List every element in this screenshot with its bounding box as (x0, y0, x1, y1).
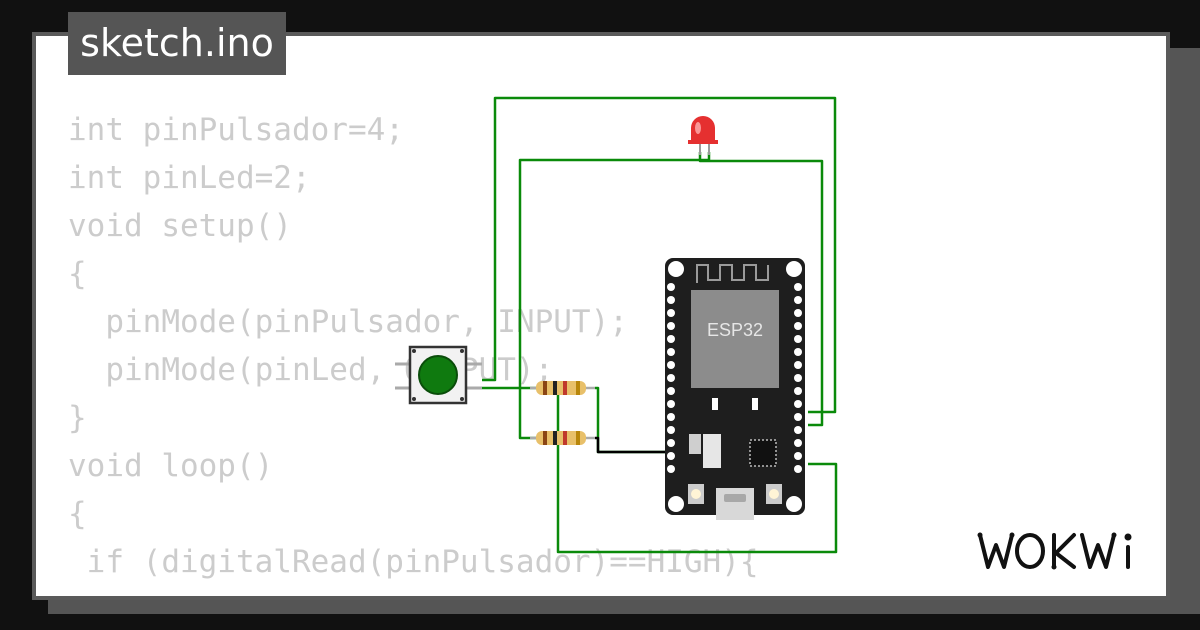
code-line-9: { (68, 496, 87, 532)
code-line-1: int pinPulsador=4; (68, 112, 404, 148)
wires (482, 96, 838, 554)
code-preview: int pinPulsador=4; int pinLed=2; void setu… (68, 106, 759, 596)
led[interactable] (688, 116, 718, 155)
pin-hole (667, 361, 675, 369)
wire-gnd (595, 436, 673, 454)
pin-hole (667, 426, 675, 434)
pin-hole (667, 374, 675, 382)
pin-hole (794, 465, 802, 473)
wire-button-to-gpio (482, 96, 837, 414)
pin-hole (794, 400, 802, 408)
pin-hole (667, 452, 675, 460)
pin-hole (794, 426, 802, 434)
pin-hole (794, 413, 802, 421)
pin-hole (667, 465, 675, 473)
code-line-11: digitalWrite(pinLed, HIGH); (68, 586, 759, 596)
pin-hole (667, 413, 675, 421)
wokwi-logo (977, 532, 1132, 570)
preview-card: int pinPulsador=4; int pinLed=2; void setu… (32, 32, 1170, 600)
pin-hole (667, 400, 675, 408)
pin-hole (667, 387, 675, 395)
push-button[interactable] (395, 345, 482, 405)
pin-hole (667, 309, 675, 317)
esp32-board[interactable]: ESP32 (665, 258, 805, 520)
pin-hole (667, 322, 675, 330)
code-line-4: { (68, 256, 87, 292)
wire-led-anode-to-gpio (698, 152, 824, 427)
pin-hole (794, 322, 802, 330)
pin-hole (794, 335, 802, 343)
resistor-1[interactable] (530, 381, 595, 395)
resistor-2[interactable] (530, 431, 595, 445)
pin-hole (794, 439, 802, 447)
code-line-2: int pinLed=2; (68, 160, 311, 196)
pin-hole (667, 296, 675, 304)
pin-hole (667, 283, 675, 291)
wire-led-cathode (518, 152, 711, 440)
pin-hole (667, 348, 675, 356)
wire-power-loop (556, 388, 838, 554)
pin-hole (667, 335, 675, 343)
pin-hole (794, 283, 802, 291)
wire-resistor-to-3v3 (595, 386, 675, 454)
pin-header-left (667, 283, 675, 473)
esp32-label: ESP32 (707, 320, 763, 340)
filename-tab: sketch.ino (68, 12, 286, 75)
pin-hole (794, 374, 802, 382)
code-line-10: if (digitalRead(pinPulsador)==HIGH){ (68, 544, 759, 580)
pin-hole (794, 348, 802, 356)
pin-hole (794, 387, 802, 395)
pin-hole (794, 309, 802, 317)
pin-hole (794, 452, 802, 460)
pin-header-right (794, 283, 802, 473)
code-line-3: void setup() (68, 208, 292, 244)
pin-hole (667, 439, 675, 447)
code-line-8: void loop() (68, 448, 274, 484)
code-line-7: } (68, 400, 87, 436)
pin-hole (794, 361, 802, 369)
pin-hole (794, 296, 802, 304)
